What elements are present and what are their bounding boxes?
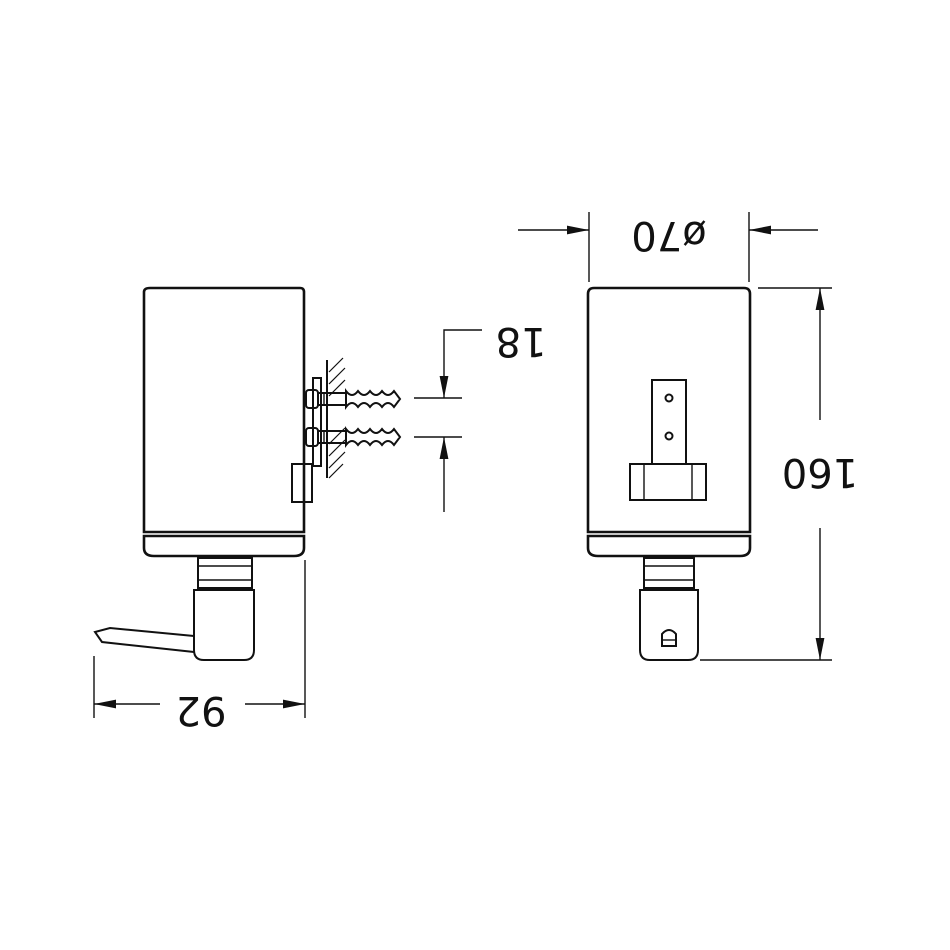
dim-height: 160 xyxy=(700,287,858,661)
side-base-band xyxy=(142,534,306,558)
side-spout xyxy=(93,626,195,653)
dim-projection: 92 xyxy=(93,560,306,733)
front-pump-head xyxy=(639,589,699,661)
side-pump-neck xyxy=(197,557,253,589)
front-base-band xyxy=(586,534,752,558)
screw-lower xyxy=(305,426,402,448)
dim-diameter: ø70 xyxy=(518,212,818,282)
dim-projection-label: 92 xyxy=(176,687,227,733)
dim-diameter-label: ø70 xyxy=(631,212,706,258)
screw-upper xyxy=(305,388,402,410)
side-pump-head xyxy=(193,589,255,661)
front-body xyxy=(586,286,752,534)
wall-hatch xyxy=(328,357,346,479)
wall-bracket xyxy=(312,377,322,467)
dim-hole-spacing: 18 xyxy=(414,318,546,512)
front-lock-block xyxy=(629,463,707,501)
front-nozzle-icon xyxy=(661,629,677,647)
side-body xyxy=(142,286,306,534)
side-latch xyxy=(291,463,313,503)
side-view: 18 92 xyxy=(93,286,546,733)
dim-hole-spacing-label: 18 xyxy=(496,318,547,364)
front-pump-neck xyxy=(643,557,695,589)
front-view: ø70 160 xyxy=(518,212,858,661)
front-mounting-plate xyxy=(651,379,687,465)
dim-height-label: 160 xyxy=(782,449,858,495)
